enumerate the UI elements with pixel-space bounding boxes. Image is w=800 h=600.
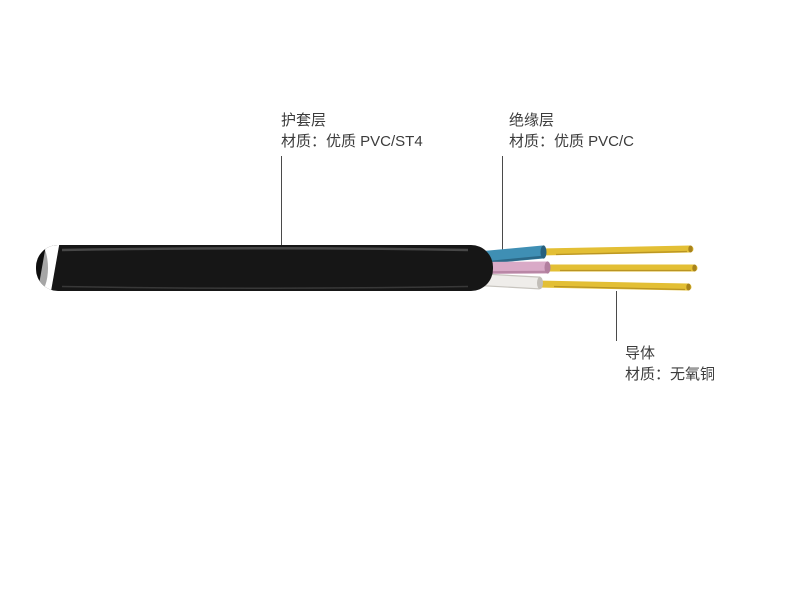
sheath-label-material: 材质：优质 PVC/ST4 [281,133,423,150]
marker-stripe [36,245,61,291]
cable-sheath [36,245,493,291]
sheath-label: 护套层 材质：优质 PVC/ST4 [281,110,423,152]
conductor-label-material: 材质：无氧铜 [625,366,716,383]
conductor-bottom [533,280,692,291]
insulation-label: 绝缘层 材质：优质 PVC/C [509,110,634,152]
conductor-label: 导体 材质：无氧铜 [625,343,715,385]
sheath-label-title: 护套层 [281,112,327,129]
conductor-label-title: 导体 [625,345,656,362]
insulation-label-title: 绝缘层 [509,112,555,129]
insulation-label-material: 材质：优质 PVC/C [509,133,635,150]
conductor-middle [540,264,698,272]
conductor-top [536,245,694,256]
